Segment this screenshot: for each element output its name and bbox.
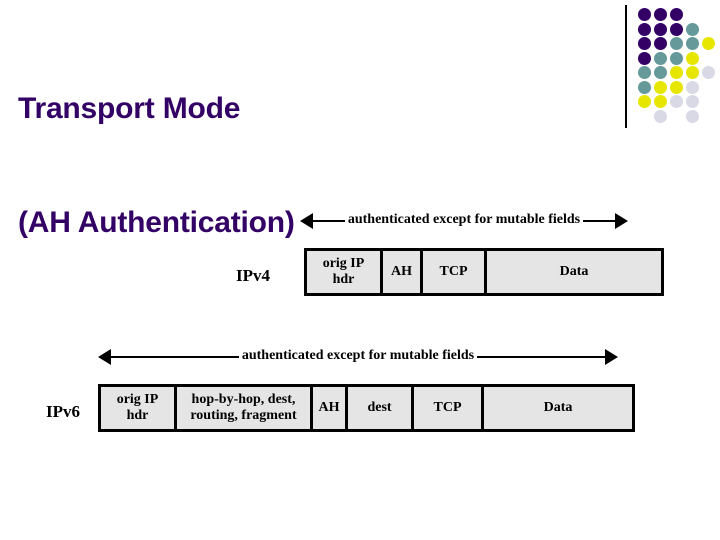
- auth-span-label-ipv6: authenticated except for mutable fields: [98, 346, 618, 366]
- decoration-dot: [686, 37, 699, 50]
- packet-field-data: Data: [487, 251, 661, 293]
- decoration-dot: [654, 95, 667, 108]
- decoration-dot: [638, 22, 651, 36]
- decoration-dot: [670, 51, 683, 65]
- decoration-dot: [686, 80, 699, 94]
- page-title-line-1: Transport Mode: [18, 92, 241, 125]
- auth-span-label-text: authenticated except for mutable fields: [344, 212, 584, 227]
- decoration-dot: [670, 22, 683, 36]
- auth-span-label-ipv4: authenticated except for mutable fields: [300, 210, 628, 230]
- diagram-ipv4: IPv4 authenticated except for mutable fi…: [236, 210, 669, 310]
- packet-field-orig-ip-hdr: orig IP hdr: [307, 251, 383, 293]
- decoration-dot: [686, 66, 699, 79]
- decoration-dot: [654, 66, 667, 79]
- decoration-dot: [686, 22, 699, 36]
- auth-span-arrow-ipv6: authenticated except for mutable fields: [98, 346, 618, 368]
- page-title-line-2: (AH Authentication): [18, 206, 295, 239]
- decoration-dot: [654, 51, 667, 65]
- arrow-head-left-icon: [98, 349, 111, 365]
- decoration-dot: [654, 22, 667, 36]
- decoration-dot: [670, 37, 683, 50]
- decoration-dot: [686, 51, 699, 65]
- arrow-head-left-icon: [300, 213, 313, 229]
- decoration-dot: [638, 51, 651, 65]
- arrow-head-right-icon: [605, 349, 618, 365]
- decoration-dot: [670, 95, 683, 108]
- packet-field-tcp: TCP: [423, 251, 487, 293]
- auth-span-arrow-ipv4: authenticated except for mutable fields: [300, 210, 628, 232]
- packet-strip-ipv4: orig IP hdr AH TCP Data: [304, 248, 669, 301]
- decoration-dot: [654, 80, 667, 94]
- decoration-dot: [638, 80, 651, 94]
- decoration-dot: [654, 8, 667, 21]
- vertical-divider: [625, 5, 627, 128]
- auth-span-label-text: authenticated except for mutable fields: [238, 348, 478, 363]
- packet-field-ah: AH: [313, 387, 348, 429]
- protocol-label-ipv4: IPv4: [236, 266, 270, 285]
- packet-field-data: Data: [484, 387, 632, 429]
- packet-field-extension-headers: hop-by-hop, dest, routing, fragment: [177, 387, 313, 429]
- decoration-dot: [702, 66, 715, 79]
- decoration-dot: [654, 37, 667, 50]
- arrow-head-right-icon: [615, 213, 628, 229]
- decoration-dot: [686, 109, 699, 123]
- decoration-dot: [638, 66, 651, 79]
- decoration-dot: [670, 80, 683, 94]
- packet-field-tcp: TCP: [414, 387, 484, 429]
- decoration-dot: [638, 8, 651, 21]
- packet-strip-ipv6: orig IP hdr hop-by-hop, dest, routing, f…: [98, 384, 640, 437]
- packet-field-dest: dest: [348, 387, 414, 429]
- decoration-dot: [638, 95, 651, 108]
- decoration-dot: [702, 37, 715, 50]
- decoration-dot: [686, 95, 699, 108]
- decoration-dot: [638, 37, 651, 50]
- dot-grid-decoration: [638, 8, 716, 123]
- diagram-ipv6: IPv6 authenticated except for mutable fi…: [40, 346, 640, 446]
- decoration-dot: [654, 109, 667, 123]
- decoration-dot: [670, 8, 683, 21]
- protocol-label-ipv6: IPv6: [46, 402, 80, 421]
- packet-field-ah: AH: [383, 251, 423, 293]
- packet-field-orig-ip-hdr: orig IP hdr: [101, 387, 177, 429]
- page-title: Transport Mode (AH Authentication): [18, 14, 608, 280]
- decoration-dot: [670, 66, 683, 79]
